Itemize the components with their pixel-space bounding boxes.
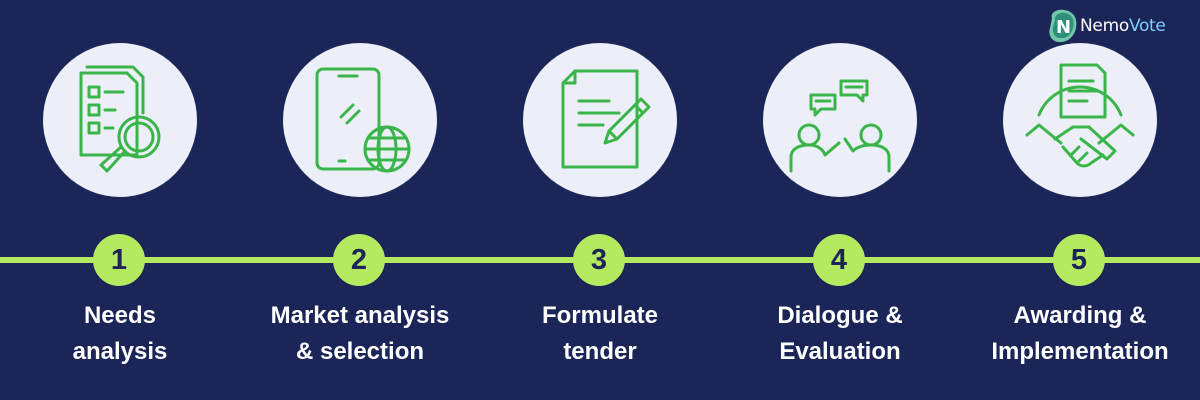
step-2: 2 Market analysis & selection	[240, 0, 480, 400]
step-1-icon-circle	[43, 43, 197, 197]
step-3-label-line2: tender	[563, 338, 637, 365]
step-2-label: Market analysis & selection	[240, 298, 480, 370]
step-1-number-badge: 1	[93, 234, 145, 286]
step-2-label-line2: & selection	[295, 338, 425, 365]
document-pencil-icon	[561, 69, 651, 169]
step-4: 4 Dialogue & Evaluation	[720, 0, 960, 400]
nemovote-logo-icon: N	[1049, 9, 1077, 43]
step-5-icon-circle	[1003, 43, 1157, 197]
step-2-icon-circle	[283, 43, 437, 197]
people-dialogue-icon	[789, 79, 891, 173]
handshake-contract-icon	[1025, 63, 1135, 168]
step-3: 3 Formulate tender	[480, 0, 720, 400]
step-2-number-badge: 2	[333, 234, 385, 286]
step-5-label: Awarding & Implementation	[960, 298, 1200, 370]
step-1-label-line2: analysis	[72, 338, 168, 365]
step-3-icon-circle	[523, 43, 677, 197]
step-4-icon-circle	[763, 43, 917, 197]
step-4-number-badge: 4	[813, 234, 865, 286]
step-3-label-line1: Formulate	[541, 302, 658, 329]
step-5: 5 Awarding & Implementation	[960, 0, 1200, 400]
step-4-label-line2: Evaluation	[779, 338, 901, 365]
logo-text-vote: Vote	[1128, 16, 1166, 36]
step-4-label: Dialogue & Evaluation	[720, 298, 960, 370]
step-3-number-badge: 3	[573, 234, 625, 286]
step-1-label: Needs analysis	[0, 298, 240, 370]
svg-text:N: N	[1056, 17, 1071, 38]
step-1-label-line1: Needs	[83, 302, 157, 329]
step-5-label-line2: Implementation	[991, 338, 1169, 365]
tablet-globe-icon	[315, 67, 411, 173]
step-3-label: Formulate tender	[480, 298, 720, 370]
step-1: 1 Needs analysis	[0, 0, 240, 400]
nemovote-logo: N NemoVote	[1046, 6, 1192, 46]
step-2-label-line1: Market analysis	[270, 302, 450, 329]
document-magnifier-icon	[79, 65, 161, 173]
step-4-label-line1: Dialogue &	[777, 302, 903, 329]
logo-wordmark: NemoVote	[1080, 16, 1166, 36]
logo-text-nemo: Nemo	[1080, 16, 1129, 36]
step-5-number-badge: 5	[1053, 234, 1105, 286]
step-5-label-line1: Awarding &	[1013, 302, 1147, 329]
